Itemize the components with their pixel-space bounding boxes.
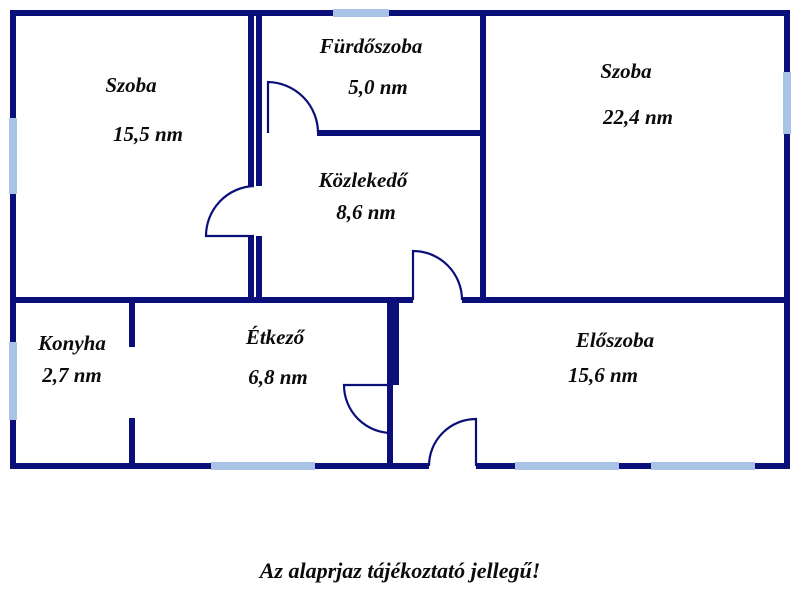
room-area-eloszoba: 15,6 nm xyxy=(568,363,638,387)
outer-wall-bottom-right xyxy=(476,463,790,469)
wall-bath-left xyxy=(256,10,262,133)
window-top xyxy=(333,9,389,17)
window-right xyxy=(783,72,791,134)
disclaimer-note: Az alaprjaz tájékoztató jellegű! xyxy=(259,558,541,583)
room-area-etkezo: 6,8 nm xyxy=(248,365,308,389)
window-left-upper xyxy=(9,118,17,194)
room-area-szoba-right: 22,4 nm xyxy=(602,105,673,129)
window-bottom-eloszoba-2 xyxy=(651,462,755,470)
door-hall xyxy=(411,249,464,301)
wall-middle-right xyxy=(462,297,790,303)
room-name-kozlekedo: Közlekedő xyxy=(318,168,409,192)
room-name-etkezo: Étkező xyxy=(245,325,306,349)
wall-eloszoba-left xyxy=(393,300,399,385)
room-area-furdoszoba: 5,0 nm xyxy=(348,75,408,99)
wall-szoba-left-right-lower xyxy=(248,133,254,186)
door-szoba-left xyxy=(204,184,255,238)
door-etkezo xyxy=(342,383,394,435)
room-area-konyha: 2,7 nm xyxy=(41,363,102,387)
room-name-szoba-right: Szoba xyxy=(600,59,651,83)
wall-konyha-upper xyxy=(129,300,135,347)
door-entrance xyxy=(427,417,478,467)
window-bottom-eloszoba-1 xyxy=(515,462,619,470)
room-name-szoba-left: Szoba xyxy=(105,73,156,97)
wall-konyha-lower xyxy=(129,418,135,469)
wall-szoba-left-right xyxy=(248,10,254,133)
window-bottom-etkezo xyxy=(211,462,315,470)
wall-middle-left xyxy=(10,297,413,303)
outer-wall-top xyxy=(10,10,790,16)
room-area-kozlekedo: 8,6 nm xyxy=(336,200,396,224)
door-bath xyxy=(266,80,320,134)
outer-wall-left xyxy=(10,10,16,469)
wall-hall-left xyxy=(256,133,262,186)
wall-szoba-left-right-bottom xyxy=(248,236,254,303)
window-left-lower xyxy=(9,342,17,420)
room-name-konyha: Konyha xyxy=(37,331,106,355)
room-area-szoba-left: 15,5 nm xyxy=(113,122,183,146)
wall-bath-right xyxy=(480,10,486,303)
room-name-eloszoba: Előszoba xyxy=(575,328,654,352)
wall-bath-bottom xyxy=(317,130,486,136)
outer-wall-right xyxy=(784,10,790,469)
room-name-furdoszoba: Fürdőszoba xyxy=(319,34,423,58)
wall-hall-left-bottom xyxy=(256,236,262,303)
